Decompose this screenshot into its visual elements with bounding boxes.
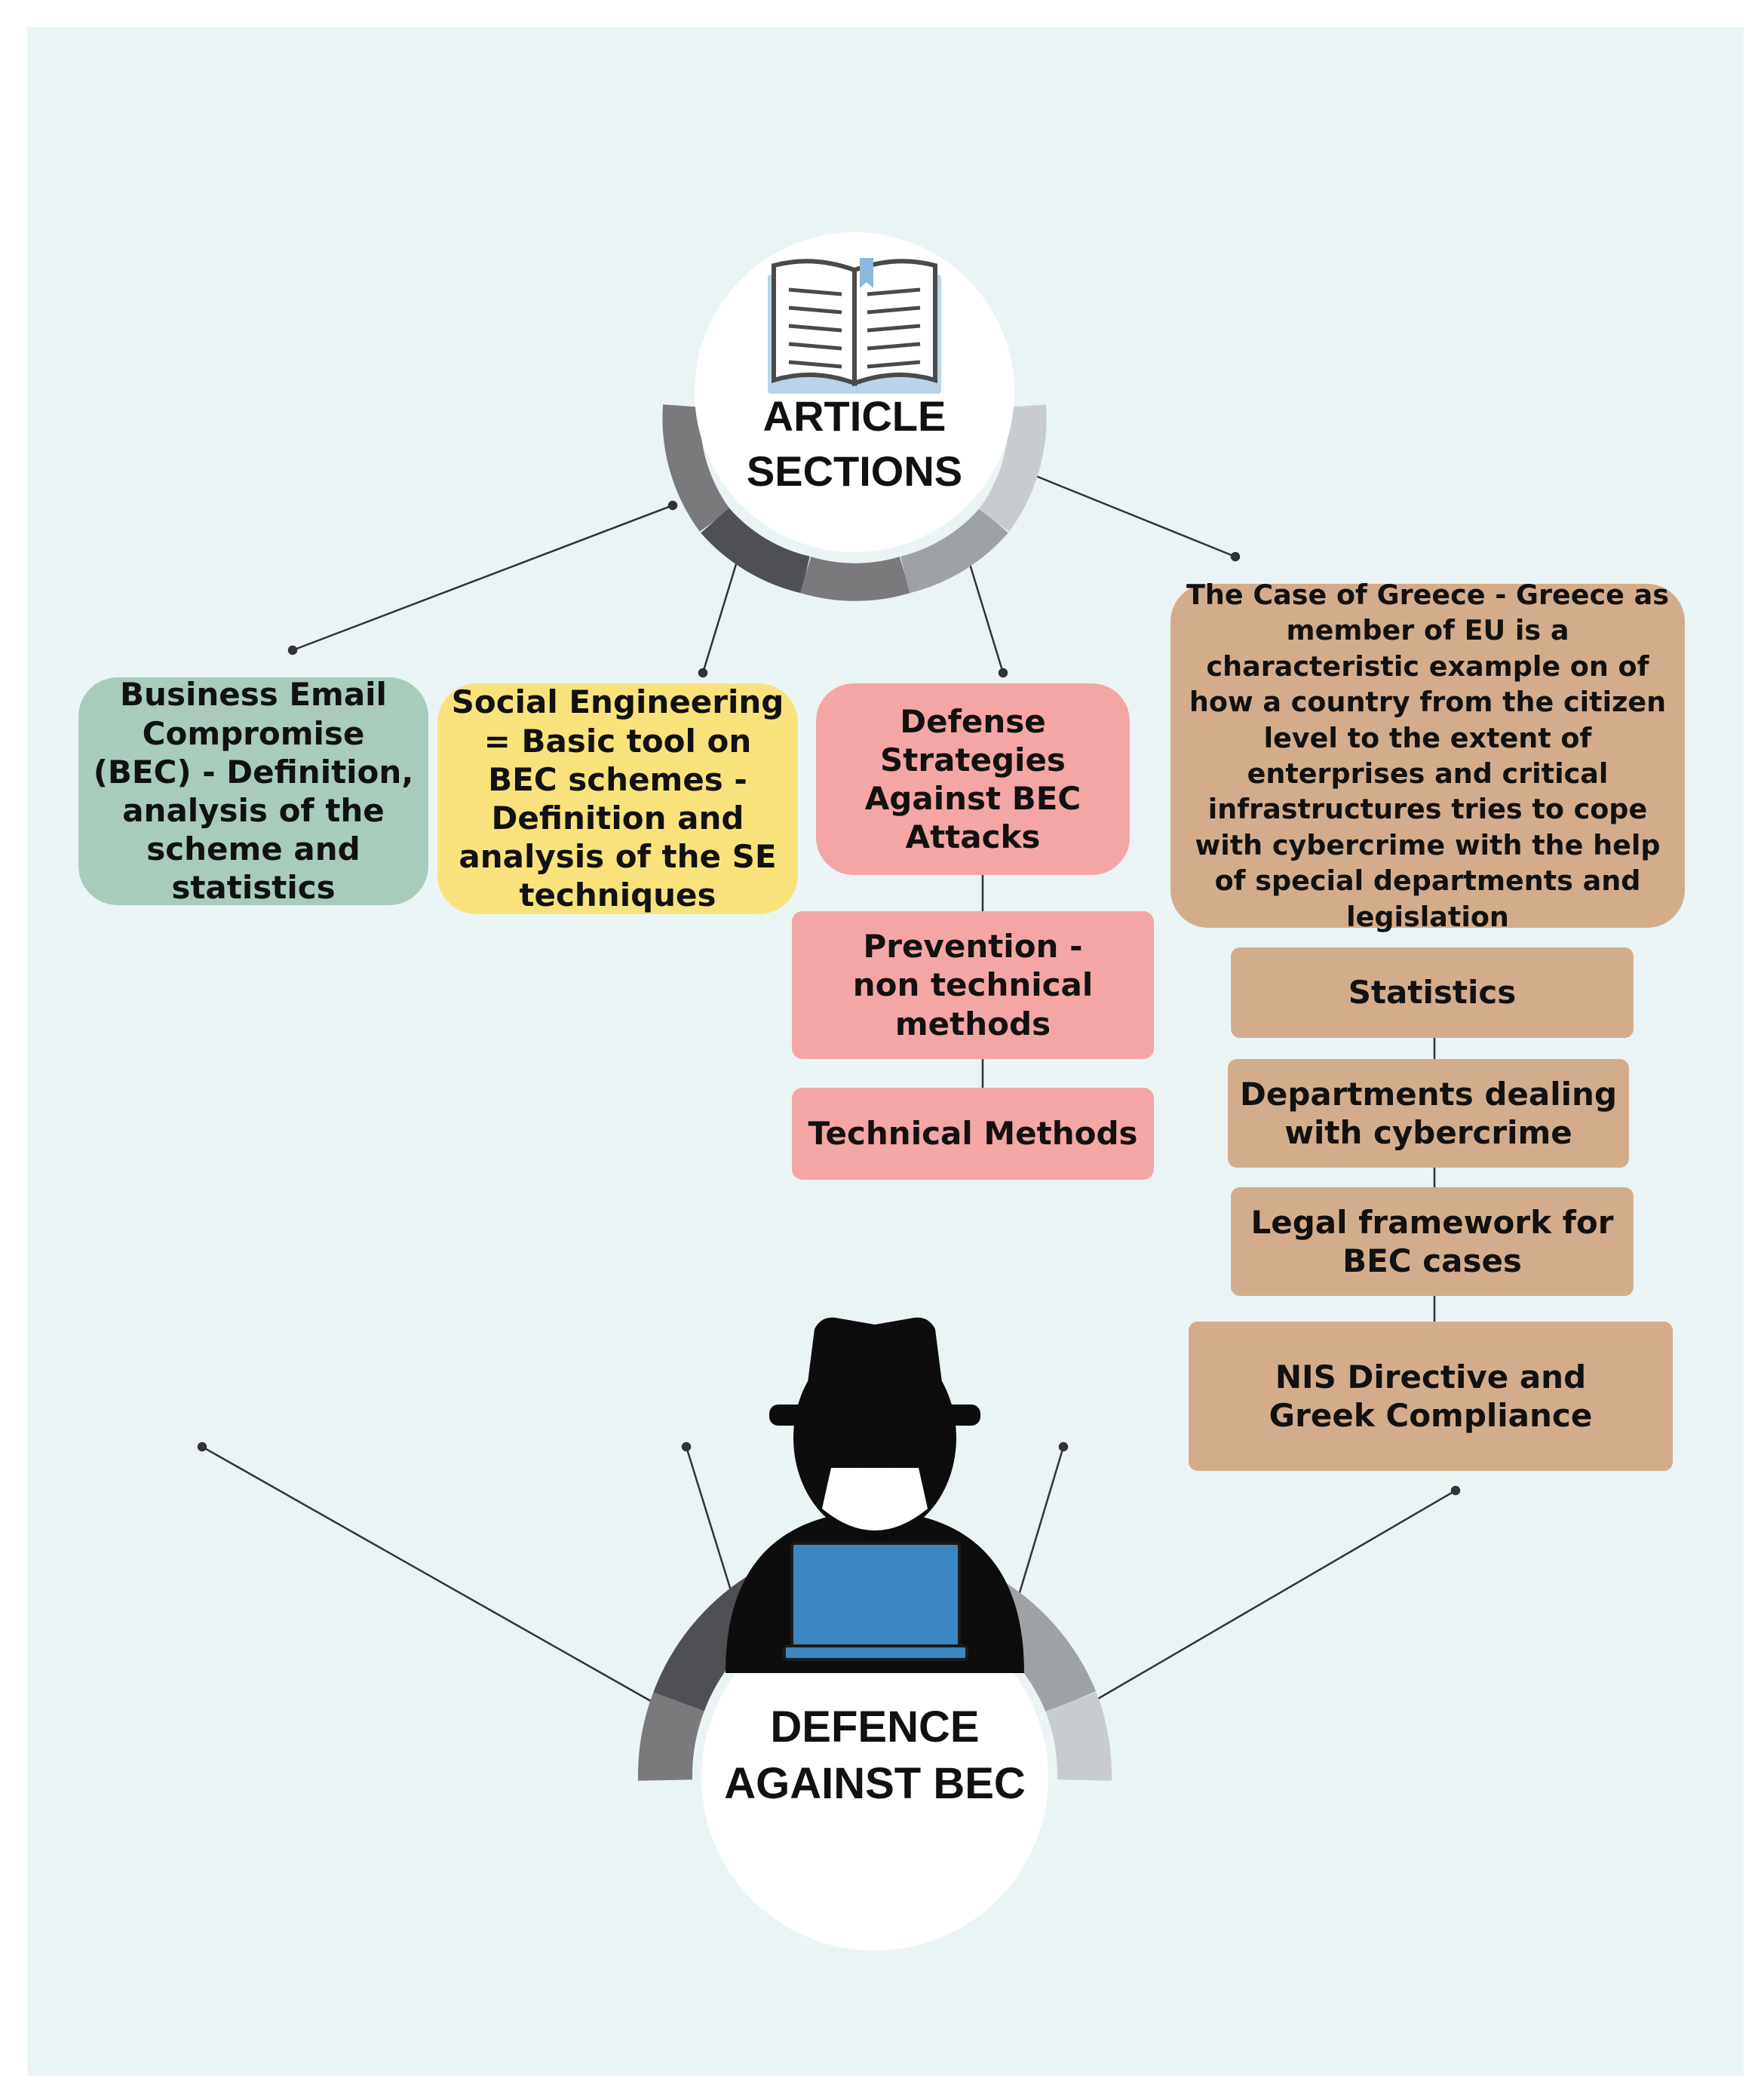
greece-item-legal-text: Legal framework for BEC cases (1250, 1203, 1614, 1279)
greece-item-departments: Departments dealing with cybercrime (1228, 1059, 1629, 1168)
connector-line (1029, 472, 1236, 558)
connector-line (1017, 1446, 1065, 1598)
hacker-with-laptop-icon (726, 1317, 1024, 1673)
hub-bottom-title: DEFENCE AGAINST BEC (694, 1699, 1056, 1813)
defense-item-technical-text: Technical Methods (808, 1115, 1138, 1153)
section-greece-title: The Case of Greece - Greece as member of… (1186, 578, 1669, 933)
defense-item-prevention-text: Prevention - non technical methods (852, 928, 1094, 1042)
hub-bottom-circle (701, 1604, 1048, 1951)
connector-line (201, 1445, 655, 1705)
section-social-engineering-text: Social Engineering = Basic tool on BEC s… (451, 683, 784, 914)
hub-ring-segment (978, 404, 1047, 532)
connector-line (685, 1446, 735, 1598)
hub-ring-segment (900, 508, 1008, 594)
greece-item-legal: Legal framework for BEC cases (1231, 1187, 1634, 1296)
hub-bottom-line1: DEFENCE (770, 1702, 980, 1752)
section-defense-title: Defense Strategies Against BEC Attacks (864, 702, 1081, 856)
connector-line (1097, 1489, 1456, 1700)
connector-line (968, 563, 1005, 674)
open-book-icon (768, 258, 941, 394)
hub-top-line2: SECTIONS (746, 447, 963, 495)
greece-item-statistics-text: Statistics (1348, 974, 1517, 1012)
hub-ring-segment (637, 1692, 704, 1781)
hub-top-title: ARTICLE SECTIONS (716, 389, 992, 499)
connector-line (292, 504, 673, 652)
hub-ring-segment (662, 404, 731, 532)
hub-ring-segment (799, 556, 911, 601)
hub-bottom-line2: AGAINST BEC (724, 1759, 1026, 1809)
connector-line (701, 563, 738, 674)
greece-item-nis-text: NIS Directive and Greek Compliance (1269, 1358, 1593, 1434)
section-defense: Defense Strategies Against BEC Attacks (816, 683, 1130, 875)
defense-item-technical: Technical Methods (792, 1088, 1154, 1180)
section-greece: The Case of Greece - Greece as member of… (1170, 579, 1685, 933)
greece-item-nis: NIS Directive and Greek Compliance (1189, 1322, 1673, 1471)
greece-item-departments-text: Departments dealing with cybercrime (1239, 1075, 1618, 1151)
section-social-engineering: Social Engineering = Basic tool on BEC s… (437, 683, 798, 914)
defense-item-prevention: Prevention - non technical methods (792, 911, 1154, 1059)
greece-item-statistics: Statistics (1231, 947, 1634, 1038)
section-bec: Business Email Compromise (BEC) - Defini… (78, 676, 428, 907)
hub-top-line1: ARTICLE (762, 392, 946, 440)
hub-ring-segment (1045, 1692, 1112, 1781)
section-bec-text: Business Email Compromise (BEC) - Defini… (93, 676, 414, 907)
hub-ring-segment (701, 508, 811, 594)
